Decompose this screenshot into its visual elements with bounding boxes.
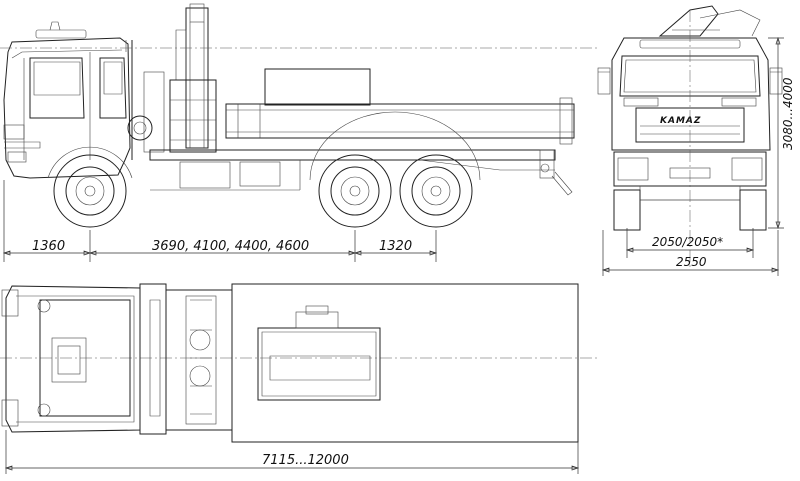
side-dimension-lines [2, 180, 438, 262]
side-platform [149, 68, 575, 196]
rear-wheel-1 [318, 154, 392, 228]
grille-badge: KAMAZ [660, 116, 701, 126]
front-crane [658, 5, 761, 37]
dim-height: 3080...4000 [781, 77, 795, 150]
dim-rear-axle-spacing: 1320 [379, 239, 412, 254]
dim-track: 2050/2050* [652, 235, 723, 249]
side-crane [127, 3, 217, 153]
dim-width: 2550 [676, 255, 707, 269]
dim-front-overhang: 1360 [32, 239, 65, 254]
front-wheel [47, 146, 133, 228]
dim-wheelbase: 3690, 4100, 4400, 4600 [152, 239, 309, 254]
side-cab [3, 21, 133, 179]
front-view: KAMAZ 3080...4000 2050/2050* 2550 [597, 5, 795, 276]
dim-overall-length: 7115...12000 [262, 453, 349, 468]
top-view: 7115...12000 [0, 283, 600, 474]
side-view: 1360 3690, 4100, 4400, 4600 1320 [0, 3, 600, 262]
rear-wheel-2 [309, 111, 481, 228]
